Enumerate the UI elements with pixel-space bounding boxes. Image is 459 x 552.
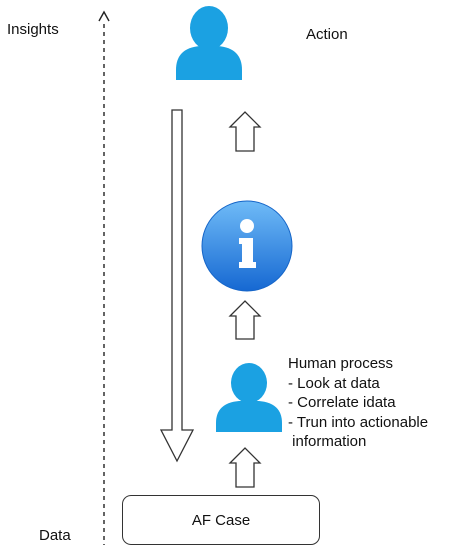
action-label: Action: [306, 26, 348, 43]
af-case-box: AF Case: [122, 495, 320, 545]
human-process-description: Human process - Look at data - Correlate…: [288, 354, 428, 452]
up-arrow-process-to-info: [228, 300, 262, 340]
human-process-step: - Trun into actionable: [288, 413, 429, 431]
human-process-title: Human process: [288, 355, 394, 372]
feedback-down-arrow: [159, 109, 195, 463]
human-process-step: - Look at data: [288, 374, 380, 392]
data-axis-label: Data: [39, 527, 71, 544]
action-person-icon: [176, 6, 242, 80]
human-process-person-icon: [216, 363, 282, 432]
insights-axis-label: Insights: [7, 21, 59, 38]
axis-arrowhead-icon: [98, 10, 110, 22]
up-arrow-info-to-action: [228, 111, 262, 152]
info-icon: [201, 200, 293, 292]
human-process-step: information: [288, 433, 367, 450]
af-case-label: AF Case: [191, 511, 251, 529]
human-process-step: - Correlate idata: [288, 394, 396, 411]
up-arrow-case-to-process: [228, 447, 262, 488]
